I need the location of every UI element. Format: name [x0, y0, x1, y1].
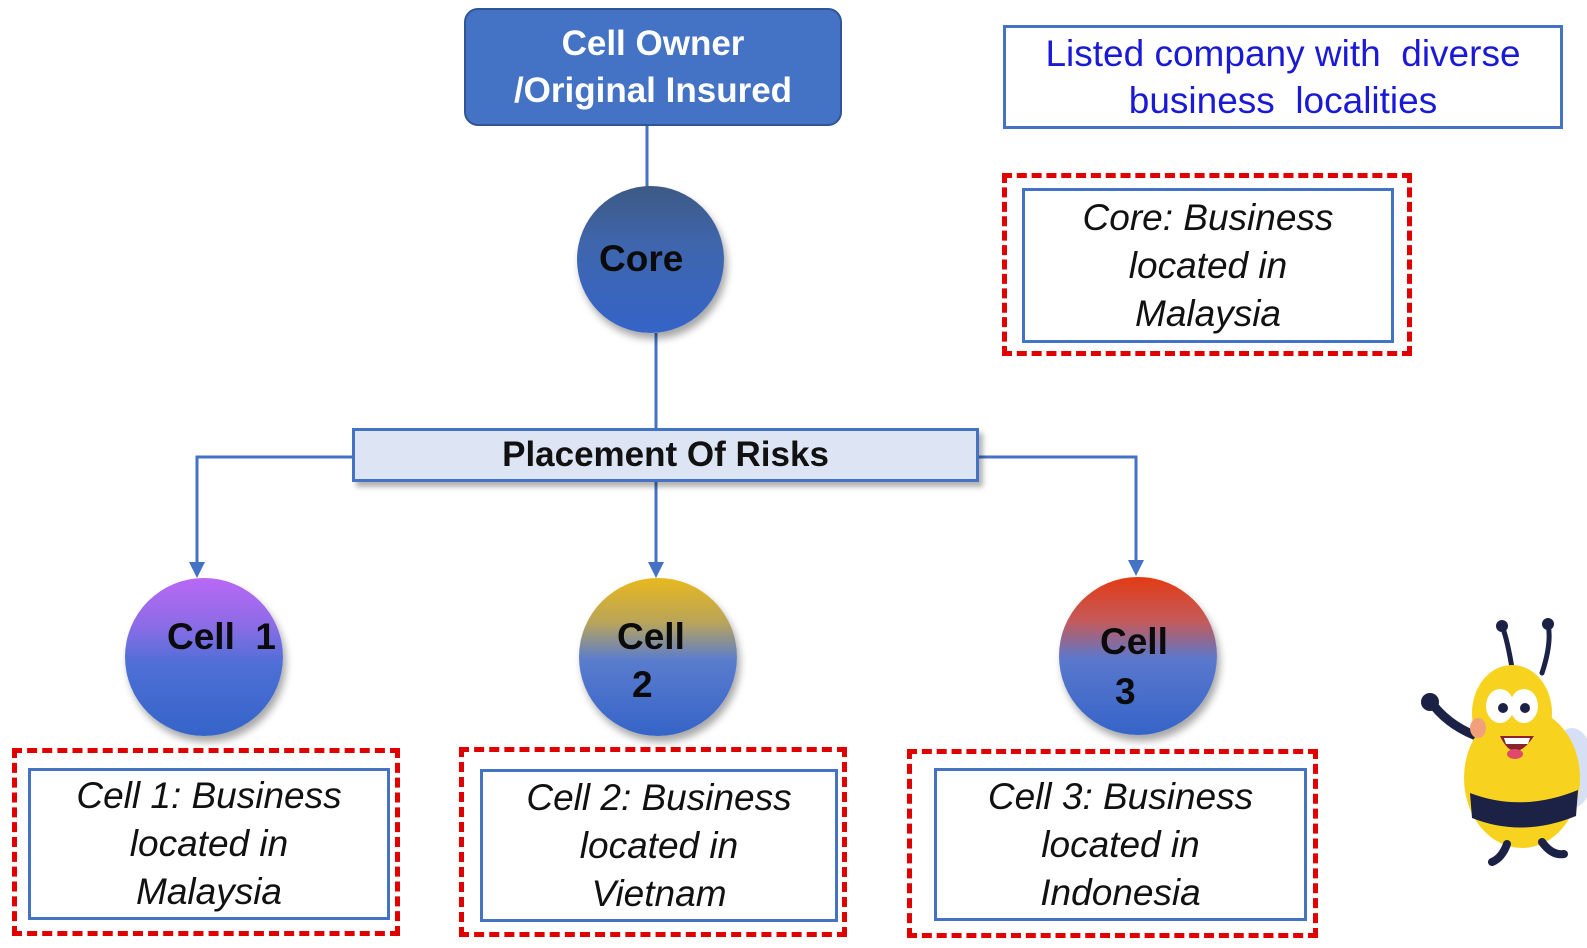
placement-label: Placement Of Risks — [502, 435, 829, 474]
placement-of-risks-bar: Placement Of Risks — [352, 428, 979, 482]
cell-3-node: Cell 3 — [1059, 577, 1217, 735]
cell2-arrowhead — [648, 562, 664, 578]
bee-mascot-icon — [1421, 618, 1587, 866]
listed-note-line2: business localities — [1128, 80, 1438, 121]
cell-3-note-line2: located in — [1041, 823, 1200, 865]
cell-2-note-line2: located in — [579, 824, 739, 866]
cell-1-label: Cell 1 — [167, 616, 276, 657]
cell-3-note-line3: Indonesia — [1040, 871, 1201, 913]
cell-2-node: Cell 2 — [579, 578, 737, 736]
cell-2-note-box: Cell 2: Business located in Vietnam — [480, 769, 838, 922]
cell-1-node: Cell 1 — [125, 578, 283, 736]
core-note-box: Core: Business located in Malaysia — [1022, 188, 1394, 343]
cell-3-note-line1: Cell 3: Business — [987, 775, 1254, 817]
cell-2-note-dashed-frame: Cell 2: Business located in Vietnam — [459, 747, 847, 937]
cell-owner-line1: Cell Owner — [561, 24, 745, 63]
cell-3-note-box: Cell 3: Business located in Indonesia — [934, 768, 1307, 921]
cell-2-note-line3: Vietnam — [591, 872, 727, 914]
cell-2-label-line2: 2 — [632, 664, 653, 705]
listed-company-note: Listed company with diverse business loc… — [1003, 25, 1563, 129]
cell-3-note-dashed-frame: Cell 3: Business located in Indonesia — [907, 749, 1318, 938]
core-node: Core — [577, 186, 724, 333]
cell-1-note-box: Cell 1: Business located in Malaysia — [28, 768, 390, 920]
cell-owner-box: Cell Owner /Original Insured — [464, 8, 842, 126]
cell-2-note-line1: Cell 2: Business — [526, 776, 792, 818]
cell-1-note-line2: located in — [129, 823, 289, 864]
listed-note-line1: Listed company with diverse — [1045, 33, 1521, 74]
core-note-line2: located in — [1128, 244, 1288, 286]
cell-3-label-line1: Cell — [1100, 621, 1168, 662]
placement-to-cell3-arrow — [979, 455, 1138, 562]
cell-owner-line2: /Original Insured — [513, 71, 793, 110]
cell-1-note-dashed-frame: Cell 1: Business located in Malaysia — [12, 748, 400, 936]
cell1-arrowhead — [189, 562, 205, 578]
cell-1-note-line3: Malaysia — [136, 871, 282, 912]
core-note-line3: Malaysia — [1135, 292, 1281, 334]
cell-3-label-line2: 3 — [1115, 671, 1136, 712]
cell-1-note-line1: Cell 1: Business — [76, 775, 342, 816]
cell3-arrowhead — [1128, 560, 1144, 576]
core-note-line1: Core: Business — [1082, 196, 1334, 238]
cell-2-label-line1: Cell — [617, 616, 685, 657]
core-note-dashed-frame: Core: Business located in Malaysia — [1002, 173, 1412, 356]
placement-to-cell1-arrow — [195, 455, 354, 564]
core-label: Core — [599, 238, 684, 279]
